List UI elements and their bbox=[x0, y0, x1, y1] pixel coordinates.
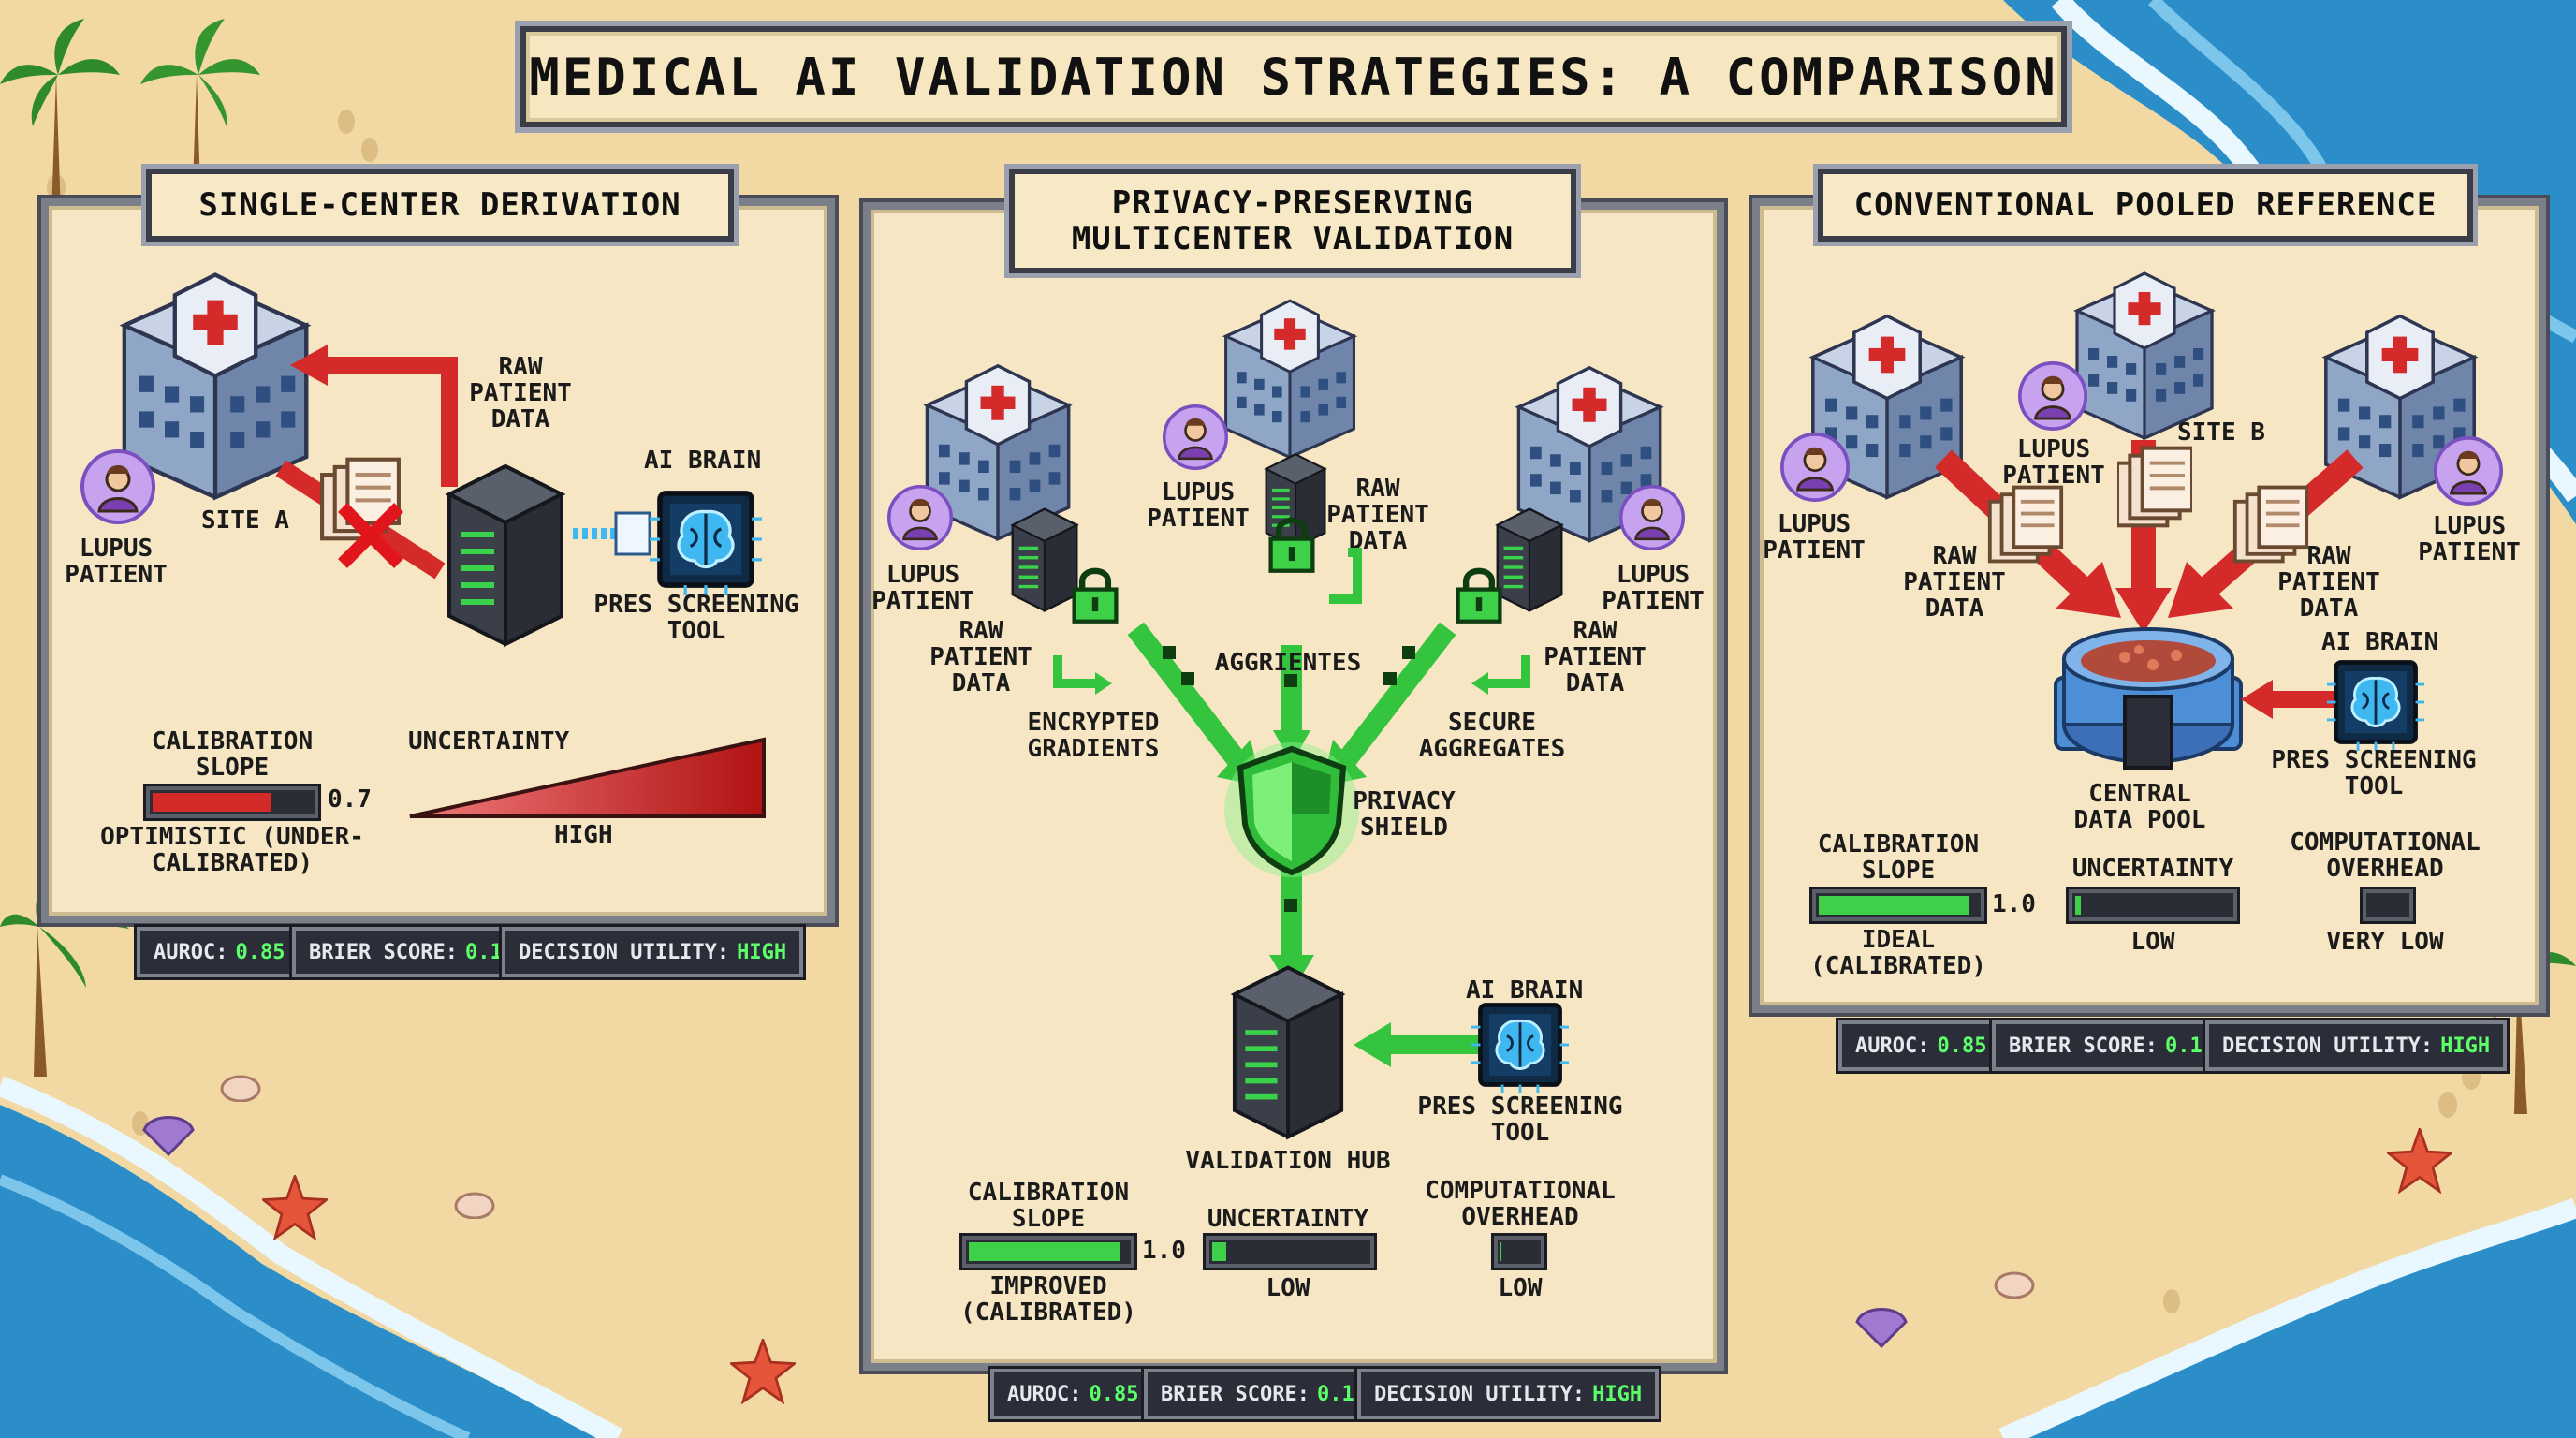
close-icon bbox=[338, 503, 403, 568]
uncertainty-caption: LOW bbox=[2130, 928, 2175, 956]
patient-icon bbox=[1619, 485, 1685, 550]
overhead-caption: VERY LOW bbox=[2326, 928, 2444, 956]
raw-data-label: RAW PATIENT DATA bbox=[929, 617, 1032, 697]
calibration-label: CALIBRATION SLOPE bbox=[151, 727, 314, 782]
uncertainty-bar bbox=[2069, 889, 2237, 921]
raw-data-label: RAW PATIENT DATA bbox=[1544, 617, 1647, 697]
raw-data-label: RAW PATIENT DATA bbox=[469, 353, 572, 433]
metric-auroc: AUROC:0.85 bbox=[1838, 1020, 2004, 1071]
site-label: SITE A bbox=[201, 506, 289, 535]
ai-brain-label: AI BRAIN bbox=[644, 447, 762, 475]
seashell-icon bbox=[220, 1075, 261, 1102]
raw-data-label: RAW PATIENT DATA bbox=[1903, 542, 2006, 623]
patient-icon bbox=[1163, 404, 1228, 470]
privacy-shield-label: PRIVACY SHIELD bbox=[1353, 787, 1456, 842]
metric-brier: BRIER SCORE:0.12 bbox=[1992, 1020, 2232, 1071]
calibration-label: CALIBRATION SLOPE bbox=[967, 1179, 1130, 1233]
starfish-icon bbox=[730, 1339, 796, 1404]
starfish-icon bbox=[2387, 1128, 2452, 1194]
patient-icon bbox=[1780, 433, 1850, 502]
uncertainty-wedge bbox=[409, 737, 766, 818]
page-title-box: MEDICAL AI VALIDATION STRATEGIES: A COMP… bbox=[520, 26, 2067, 127]
document-stack-icon bbox=[2117, 446, 2192, 528]
data-transfer-icon bbox=[573, 511, 651, 556]
calibration-bar bbox=[146, 786, 318, 818]
page-title: MEDICAL AI VALIDATION STRATEGIES: A COMP… bbox=[529, 47, 2058, 107]
calibration-caption: IMPROVED (CALIBRATED) bbox=[960, 1272, 1136, 1327]
pool-label: CENTRAL DATA POOL bbox=[2073, 780, 2206, 834]
patient-icon bbox=[2434, 436, 2503, 506]
patient-label: LUPUS PATIENT bbox=[65, 535, 168, 589]
patient-label: LUPUS PATIENT bbox=[2002, 435, 2105, 490]
seashell-icon bbox=[142, 1116, 195, 1156]
hospital-icon bbox=[1224, 299, 1355, 459]
patient-label: LUPUS PATIENT bbox=[871, 561, 974, 615]
raw-data-label: RAW PATIENT DATA bbox=[2277, 542, 2380, 623]
calibration-bar bbox=[962, 1236, 1134, 1268]
tool-label: PRES SCREENING TOOL bbox=[593, 591, 799, 645]
patient-label: LUPUS PATIENT bbox=[1602, 561, 1705, 615]
metric-decision-utility: DECISION UTILITY:HIGH bbox=[2205, 1020, 2508, 1071]
patient-icon bbox=[2018, 361, 2087, 431]
ai-brain-label: AI BRAIN bbox=[1466, 976, 1584, 1005]
overhead-caption: LOW bbox=[1498, 1274, 1543, 1302]
calibration-value: 1.0 bbox=[1142, 1237, 1186, 1265]
metric-brier: BRIER SCORE:0.12 bbox=[292, 927, 532, 977]
metric-auroc: AUROC:0.85 bbox=[990, 1369, 1156, 1419]
encrypted-gradients-label: ENCRYPTED GRADIENTS bbox=[1027, 709, 1160, 763]
calibration-label: CALIBRATION SLOPE bbox=[1817, 830, 1980, 885]
calibration-value: 1.0 bbox=[1992, 890, 2036, 918]
calibration-caption: OPTIMISTIC (UNDER-CALIBRATED) bbox=[100, 823, 364, 877]
uncertainty-label: UNCERTAINTY bbox=[2071, 855, 2234, 883]
green-arrow-icon bbox=[1354, 1022, 1485, 1067]
raw-data-label: RAW PATIENT DATA bbox=[1326, 475, 1429, 555]
patient-icon bbox=[80, 449, 155, 524]
patient-label: LUPUS PATIENT bbox=[2418, 512, 2521, 566]
overhead-label: COMPUTATIONAL OVERHEAD bbox=[2290, 829, 2481, 883]
panel-title-privacy-preserving: PRIVACY-PRESERVING MULTICENTER VALIDATIO… bbox=[1009, 169, 1576, 273]
tool-label: PRES SCREENING TOOL bbox=[2271, 746, 2477, 800]
brain-chip-icon bbox=[650, 483, 762, 595]
site-label: SITE B bbox=[2177, 418, 2265, 447]
brain-chip-icon bbox=[1471, 996, 1569, 1093]
panel-title-pooled-reference: CONVENTIONAL POOLED REFERENCE bbox=[1818, 169, 2473, 242]
secure-aggregates-label: SECURE AGGREGATES bbox=[1418, 709, 1566, 763]
aggregates-label: AGGRIENTES bbox=[1214, 649, 1362, 677]
patient-label: LUPUS PATIENT bbox=[1147, 478, 1250, 533]
tool-label: PRES SCREENING TOOL bbox=[1417, 1093, 1623, 1147]
seashell-icon bbox=[454, 1192, 495, 1219]
patient-label: LUPUS PATIENT bbox=[1763, 510, 1866, 565]
calibration-caption: IDEAL (CALIBRATED) bbox=[1810, 926, 1986, 980]
metric-decision-utility: DECISION UTILITY:HIGH bbox=[502, 927, 804, 977]
ai-brain-label: AI BRAIN bbox=[2321, 628, 2439, 656]
metric-auroc: AUROC:0.85 bbox=[137, 927, 302, 977]
uncertainty-bar bbox=[1206, 1236, 1374, 1268]
uncertainty-label: UNCERTAINTY bbox=[408, 727, 570, 756]
starfish-icon bbox=[262, 1175, 328, 1240]
uncertainty-label: UNCERTAINTY bbox=[1207, 1205, 1369, 1233]
server-icon bbox=[447, 464, 564, 646]
metric-brier: BRIER SCORE:0.12 bbox=[1144, 1369, 1383, 1419]
seashell-icon bbox=[1855, 1308, 1908, 1348]
brain-chip-icon bbox=[2327, 653, 2424, 751]
uncertainty-caption: HIGH bbox=[554, 821, 613, 849]
server-icon bbox=[1232, 965, 1344, 1139]
overhead-bar bbox=[2363, 889, 2413, 921]
overhead-label: COMPUTATIONAL OVERHEAD bbox=[1425, 1177, 1616, 1231]
data-pool-icon bbox=[2054, 627, 2243, 770]
calibration-bar bbox=[1812, 889, 1984, 921]
uncertainty-caption: LOW bbox=[1266, 1274, 1310, 1302]
panel-title-single-center: SINGLE-CENTER DERIVATION bbox=[146, 169, 734, 242]
red-arrow-icon bbox=[2241, 680, 2338, 719]
metric-decision-utility: DECISION UTILITY:HIGH bbox=[1357, 1369, 1660, 1419]
patient-icon bbox=[887, 485, 953, 550]
seashell-icon bbox=[1994, 1271, 2035, 1299]
overhead-bar bbox=[1494, 1236, 1544, 1268]
shield-icon bbox=[1224, 742, 1359, 877]
validation-hub-label: VALIDATION HUB bbox=[1185, 1147, 1391, 1175]
calibration-value: 0.7 bbox=[328, 785, 372, 814]
